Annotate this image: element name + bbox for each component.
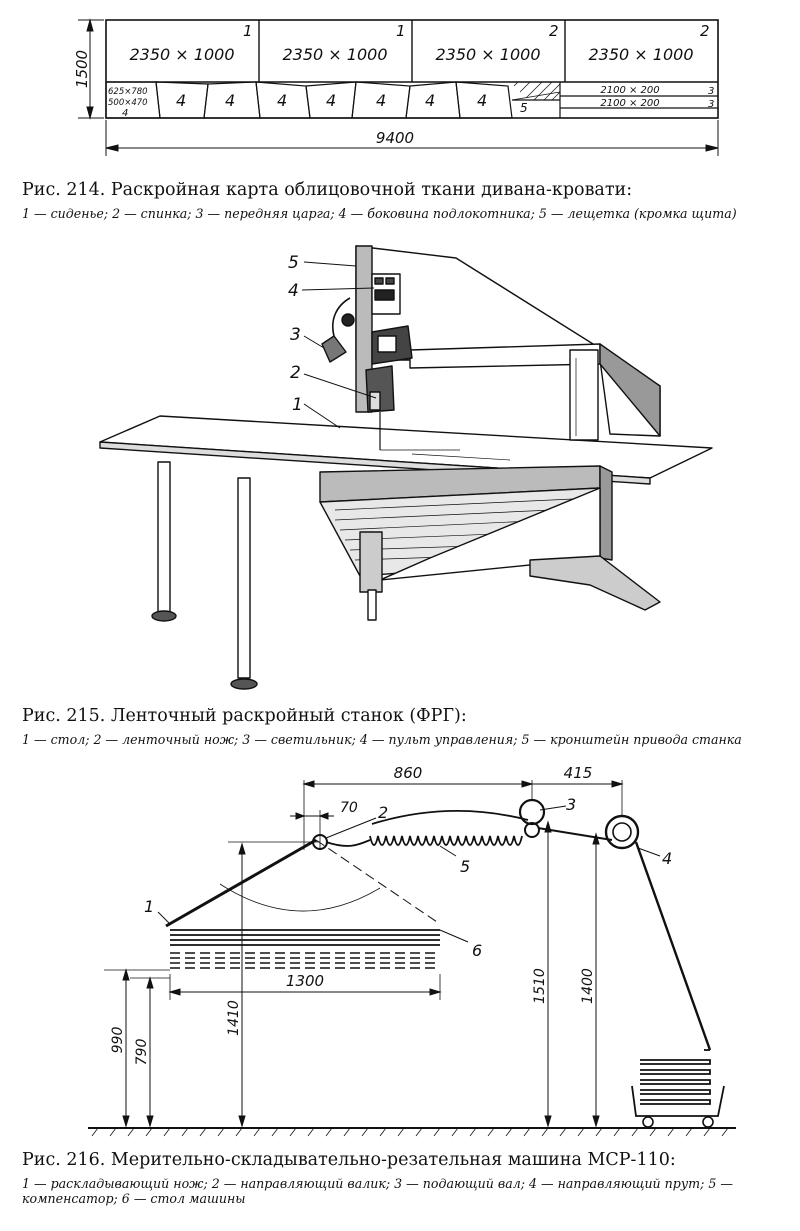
piece-number: 4: [477, 91, 487, 110]
left-piece-note: 500×470: [108, 98, 148, 108]
sheet-height-label: 1500: [73, 50, 91, 88]
fig214-caption-legend: 1 — сиденье; 2 — спинка; 3 — передняя ца…: [22, 206, 737, 221]
fig216-machine-diagram: 860 415 70 1300 990 790 1410 1510 1400 1…: [88, 764, 736, 1137]
hatched-piece-number: 5: [520, 101, 528, 115]
piece-number: 4: [277, 91, 287, 110]
piece-number: 4: [225, 91, 235, 110]
strip-number: 3: [708, 86, 714, 97]
fig214-caption-title: Рис. 214. Раскройная карта облицовочной …: [22, 180, 633, 200]
part-label-1: 1: [292, 395, 303, 415]
strip-number: 3: [708, 99, 714, 110]
part-label-3: 3: [290, 325, 301, 345]
panel-size-label: 2350 × 1000: [129, 45, 234, 64]
fig214-cutting-map: 9400 1500 2350 × 1000 1 2350 × 1000 1 23…: [73, 18, 719, 156]
part-label-1: 1: [144, 897, 154, 916]
part-label-5: 5: [460, 857, 470, 876]
piece-number: 4: [376, 91, 386, 110]
panel-size-label: 2350 × 1000: [435, 45, 540, 64]
part-label-2: 2: [378, 803, 388, 822]
part-label-4: 4: [662, 849, 672, 868]
dim-860: 860: [394, 764, 423, 782]
panel-number-label: 1: [396, 22, 406, 40]
fig215-caption-title: Рис. 215. Ленточный раскройный станок (Ф…: [22, 706, 467, 726]
dim-790: 790: [134, 1039, 150, 1066]
part-label-6: 6: [472, 941, 482, 960]
piece-number: 4: [176, 91, 186, 110]
strip-size-label: 2100 × 200: [600, 85, 659, 96]
dim-1510: 1510: [532, 968, 548, 1004]
part-label-4: 4: [288, 281, 299, 301]
panel-size-label: 2350 × 1000: [282, 45, 387, 64]
sheet-width-label: 9400: [376, 129, 414, 147]
strip-size-label: 2100 × 200: [600, 98, 659, 109]
dim-1400: 1400: [580, 968, 596, 1004]
piece-number: 4: [326, 91, 336, 110]
dim-1410: 1410: [226, 1000, 242, 1036]
fig216-caption-title: Рис. 216. Мерительно-складывательно-реза…: [22, 1150, 676, 1170]
left-piece-note: 625×780: [108, 87, 148, 97]
piece-number: 4: [425, 91, 435, 110]
panel-number-label: 2: [700, 22, 710, 40]
left-piece-number: 4: [122, 108, 128, 119]
panel-number-label: 2: [549, 22, 559, 40]
dim-415: 415: [564, 764, 593, 782]
panel-number-label: 1: [243, 22, 253, 40]
dim-990: 990: [110, 1027, 126, 1054]
part-label-5: 5: [288, 253, 299, 273]
panel-size-label: 2350 × 1000: [588, 45, 693, 64]
part-label-2: 2: [290, 363, 301, 383]
dim-70: 70: [340, 800, 358, 816]
part-label-3: 3: [566, 795, 576, 814]
fig215-band-saw-drawing: 5 4 3 2 1: [99, 245, 713, 690]
dim-1300: 1300: [286, 972, 324, 990]
fig216-caption-legend: 1 — раскладывающий нож; 2 — направляющий…: [22, 1176, 733, 1206]
fig215-caption-legend: 1 — стол; 2 — ленточный нож; 3 — светиль…: [22, 732, 742, 747]
